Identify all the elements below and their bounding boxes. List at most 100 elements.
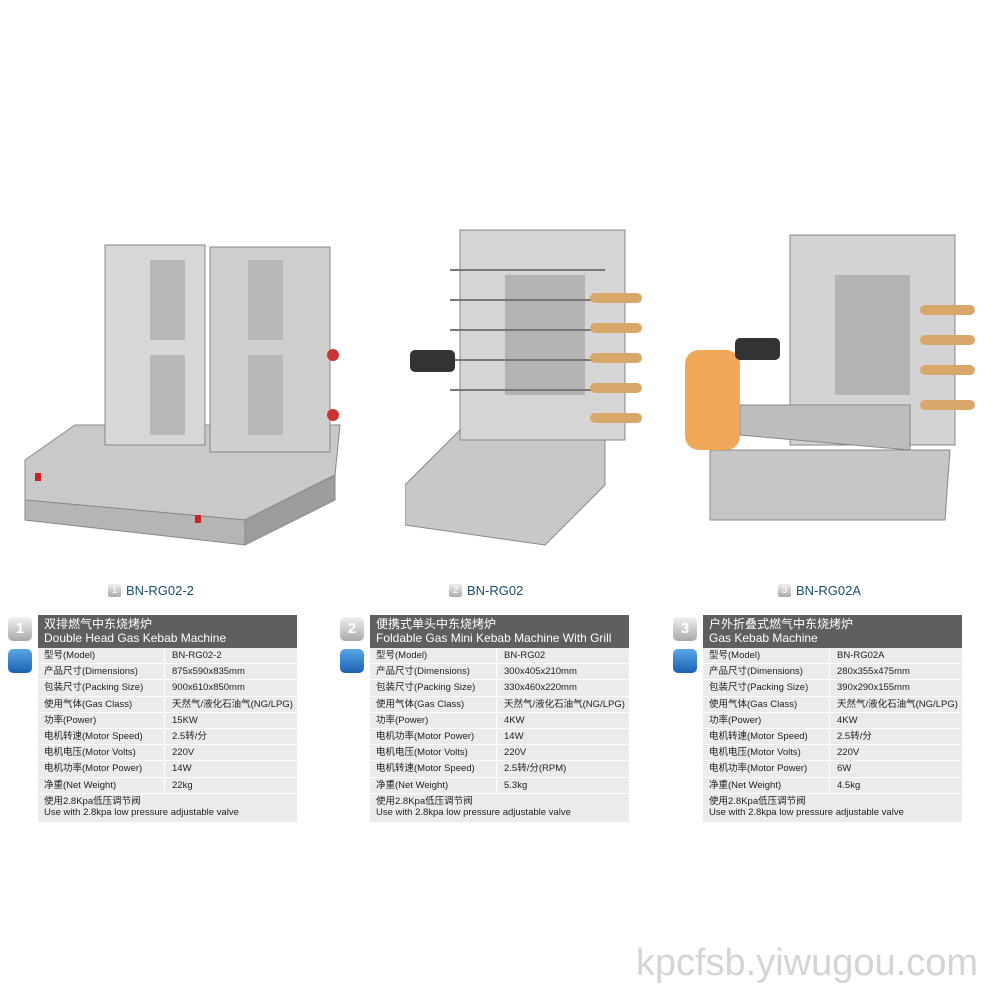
caption-number: 3 <box>778 584 791 597</box>
spec-label: 包装尺寸(Packing Size) <box>38 680 165 696</box>
number-badge: 1 <box>8 617 32 641</box>
spec-value: 220V <box>837 747 860 759</box>
table-row: 电机电压(Motor Volts)220V <box>38 745 297 762</box>
spec-label: 功率(Power) <box>703 712 830 728</box>
product-image-foldable-mini-kebab-machine <box>405 229 642 546</box>
spec-value: 2.5转/分 <box>837 730 872 742</box>
spec-label: 产品尺寸(Dimensions) <box>38 664 165 680</box>
spec-value: 280x355x475mm <box>837 666 910 678</box>
table-row: 电机功率(Motor Power) 6W <box>703 761 962 778</box>
table-row: 电机电压(Motor Volts)220V <box>370 745 629 762</box>
table-row: 产品尺寸(Dimensions)300x405x210mm <box>370 664 629 681</box>
spec-label: 产品尺寸(Dimensions) <box>703 664 830 680</box>
caption-number: 1 <box>108 584 121 597</box>
note-en: Use with 2.8kpa low pressure adjustable … <box>376 806 571 818</box>
spec-label: 使用气体(Gas Class) <box>38 696 165 712</box>
caption-model: BN-RG02-2 <box>126 583 194 598</box>
note-cn: 使用2.8Kpa低压调节阀 <box>44 795 141 807</box>
title-en: Gas Kebab Machine <box>709 631 818 645</box>
table-row: 功率(Power)4KW <box>370 712 629 729</box>
table-row: 净重(Net Weight) 5.3kg <box>370 777 629 794</box>
spec-label: 净重(Net Weight) <box>370 777 497 793</box>
number-badge: 2 <box>340 617 364 641</box>
spec-label: 电机功率(Motor Power) <box>38 761 165 777</box>
note-en: Use with 2.8kpa low pressure adjustable … <box>44 806 239 818</box>
watermark: kpcfsb.yiwugou.com <box>635 942 978 984</box>
spec-label: 电机转速(Motor Speed) <box>370 761 497 777</box>
note-en: Use with 2.8kpa low pressure adjustable … <box>709 806 904 818</box>
gas-flame-icon <box>673 649 697 673</box>
table-row: 产品尺寸(Dimensions) 280x355x475mm <box>703 664 962 681</box>
caption-model: BN-RG02 <box>467 583 524 598</box>
spec-label: 电机电压(Motor Volts) <box>703 745 830 761</box>
spec-value: 天然气/液化石油气(NG/LPG) <box>504 698 625 710</box>
spec-label: 功率(Power) <box>370 712 497 728</box>
product-image-gas-kebab-machine <box>685 234 975 521</box>
spec-value: 14W <box>504 730 524 742</box>
spec-label: 净重(Net Weight) <box>38 777 165 793</box>
spec-label: 净重(Net Weight) <box>703 777 830 793</box>
title-cn: 双排燃气中东烧烤炉 <box>44 617 153 631</box>
title-cn: 户外折叠式燃气中东烧烤炉 <box>709 617 854 631</box>
product-caption-1: 1 BN-RG02-2 <box>108 583 194 598</box>
table-row: 电机功率(Motor Power) 14W <box>38 761 297 778</box>
table-row: 包装尺寸(Packing Size) 390x290x155mm <box>703 680 962 697</box>
spec-value: 4KW <box>837 714 858 726</box>
product-caption-3: 3 BN-RG02A <box>778 583 861 598</box>
spec-value: BN-RG02A <box>837 650 885 661</box>
spec-value: 390x290x155mm <box>837 682 910 694</box>
title-en: Double Head Gas Kebab Machine <box>44 631 227 645</box>
table-row: 电机转速(Motor Speed) 2.5转/分(RPM) <box>370 761 629 778</box>
note-cn: 使用2.8Kpa低压调节阀 <box>709 795 806 807</box>
spec-label: 电机功率(Motor Power) <box>703 761 830 777</box>
note-cn: 使用2.8Kpa低压调节阀 <box>376 795 473 807</box>
table-row: 使用气体(Gas Class) 天然气/液化石油气(NG/LPG) <box>370 696 629 713</box>
table-row: 型号(Model)BN-RG02A <box>703 648 962 665</box>
title-en: Foldable Gas Mini Kebab Machine With Gri… <box>376 631 612 645</box>
spec-label: 电机功率(Motor Power) <box>370 728 497 745</box>
spec-value: 2.5转/分(RPM) <box>504 763 567 775</box>
table-row: 产品尺寸(Dimensions) 875x590x835mm <box>38 664 297 681</box>
spec-value: 6W <box>837 763 852 775</box>
table-row: 电机转速(Motor Speed) 2.5转/分 <box>703 728 962 746</box>
table-row: 电机转速(Motor Speed) 2.5转/分 <box>38 728 297 746</box>
spec-value: 5.3kg <box>504 779 528 791</box>
gas-flame-icon <box>340 649 364 673</box>
spec-label: 电机转速(Motor Speed) <box>703 728 830 745</box>
table-row: 型号(Model)BN-RG02 <box>370 648 629 665</box>
spec-value: 天然气/液化石油气(NG/LPG) <box>837 698 958 710</box>
number-badge: 3 <box>673 617 697 641</box>
spec-label: 使用气体(Gas Class) <box>703 696 830 712</box>
spec-value: 900x610x850mm <box>172 682 245 694</box>
table-row: 包装尺寸(Packing Size) 900x610x850mm <box>38 680 297 697</box>
spec-label: 型号(Model) <box>370 648 497 664</box>
spec-label: 电机电压(Motor Volts) <box>38 745 165 761</box>
spec-label: 使用气体(Gas Class) <box>370 696 497 712</box>
spec-value: 4.5kg <box>837 779 861 791</box>
title-cn: 便携式单头中东烧烤炉 <box>376 617 497 631</box>
spec-value: 14W <box>172 763 192 775</box>
spec-label: 电机转速(Motor Speed) <box>38 728 165 745</box>
spec-label: 包装尺寸(Packing Size) <box>370 680 497 696</box>
spec-value: 天然气/液化石油气(NG/LPG) <box>172 698 293 710</box>
spec-value: 875x590x835mm <box>172 666 245 678</box>
spec-value: 15KW <box>172 714 198 726</box>
spec-label: 包装尺寸(Packing Size) <box>703 680 830 696</box>
table-row: 使用气体(Gas Class) 天然气/液化石油气(NG/LPG) <box>703 696 962 713</box>
table-row: 使用气体(Gas Class) 天然气/液化石油气(NG/LPG) <box>38 696 297 713</box>
spec-label: 功率(Power) <box>38 712 165 728</box>
table-row: 功率(Power) 4KW <box>703 712 962 729</box>
table-row: 净重(Net Weight)22kg <box>38 777 297 794</box>
spec-label: 型号(Model) <box>38 648 165 664</box>
caption-model: BN-RG02A <box>796 583 862 598</box>
spec-value: 2.5转/分 <box>172 730 207 742</box>
table-row: 电机电压(Motor Volts) 220V <box>703 745 962 762</box>
